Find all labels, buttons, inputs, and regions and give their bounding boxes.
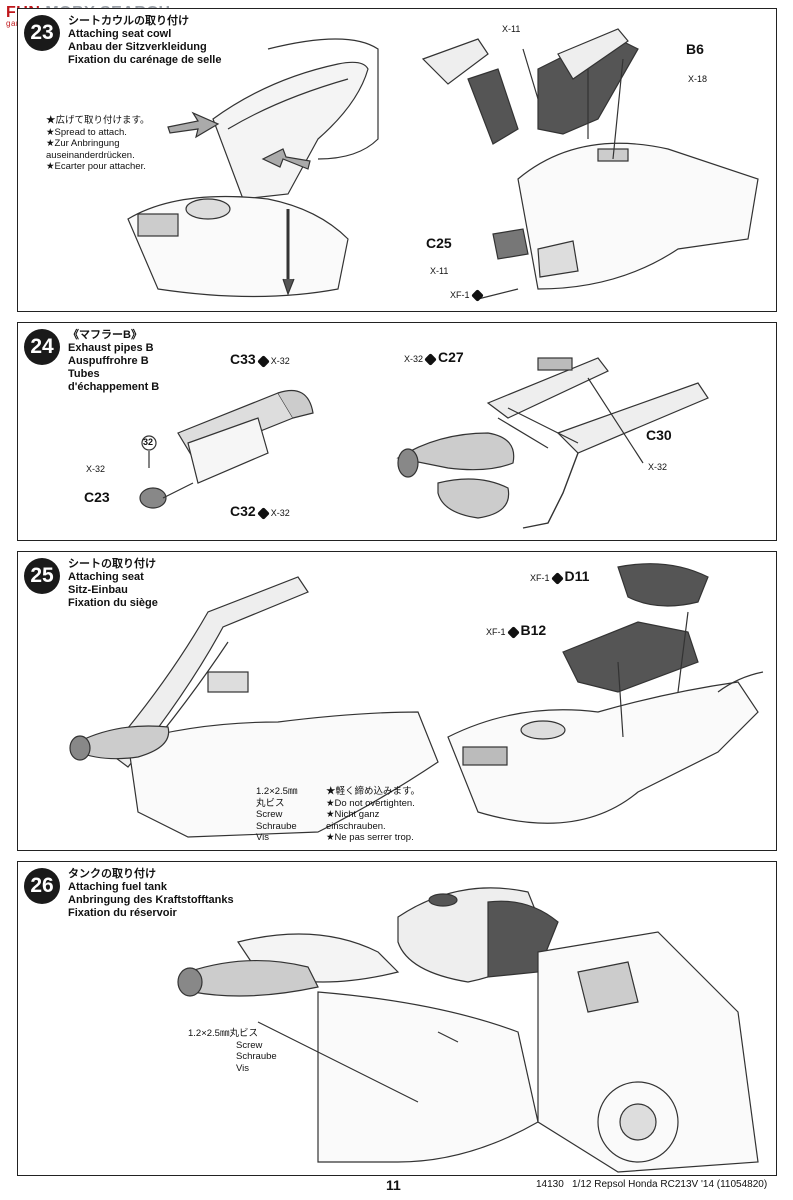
step-24-illustration	[139, 357, 709, 529]
step-26-title-jp: タンクの取り付け	[68, 868, 156, 880]
step-25-panel: 25 シートの取り付け Attaching seat Sitz-Einbau F…	[17, 551, 777, 851]
step-23-title-en: Attaching seat cowl	[68, 28, 172, 40]
note-line: ★軽く締め込みます。	[326, 786, 421, 797]
screw-line: Vis	[256, 832, 270, 843]
step-25-title-en: Attaching seat	[68, 571, 144, 583]
step-25-title-fr: Fixation du siège	[68, 597, 158, 609]
step-23-titles: シートカウルの取り付け Attaching seat cowl Anbau de…	[68, 15, 221, 67]
hex-paint-icon	[256, 354, 270, 368]
note-line: ★Ecarter pour attacher.	[46, 161, 146, 172]
part-x11-label: X-11	[502, 24, 521, 34]
step-23-title-de: Anbau der Sitzverkleidung	[68, 41, 207, 53]
step-23-illustration	[127, 28, 759, 300]
note-line: ★Nicht ganz	[326, 809, 380, 820]
part-b6-label: B6	[686, 41, 704, 57]
screw-line: Screw	[256, 809, 283, 820]
footer-code: 14130	[536, 1179, 564, 1190]
step-26-panel: 26 タンクの取り付け Attaching fuel tank Anbringu…	[17, 861, 777, 1176]
step-25-number: 25	[24, 558, 60, 594]
note-line: ★広げて取り付けます。	[46, 115, 150, 126]
step-26-screw: 1.2×2.5㎜丸ビス Screw Schraube Vis	[188, 1028, 277, 1074]
screw-line: 1.2×2.5㎜	[256, 786, 298, 797]
step-23-note: ★広げて取り付けます。 ★Spread to attach. ★Zur Anbr…	[46, 115, 150, 173]
step-26-number: 26	[24, 868, 60, 904]
part-c25-label: C25	[426, 235, 452, 251]
step-26-title-en: Attaching fuel tank	[68, 881, 168, 893]
screw-line: Screw	[236, 1039, 263, 1051]
note-line: ★Zur Anbringung	[46, 138, 120, 149]
screw-line: 1.2×2.5㎜丸ビス	[188, 1028, 258, 1039]
step-24-panel: 24 《マフラーB》 Exhaust pipes B Auspuffrohre …	[17, 322, 777, 541]
hex-paint-icon	[550, 571, 564, 585]
step-24-title-fr1: Tubes	[68, 368, 100, 380]
part-c23-label: C23	[84, 489, 110, 505]
step-25-screw: 1.2×2.5㎜ 丸ビス Screw Schraube Vis	[256, 786, 297, 844]
step-25-titles: シートの取り付け Attaching seat Sitz-Einbau Fixa…	[68, 558, 158, 610]
part-x11b-label: X-11	[430, 266, 449, 276]
note-line: einschrauben.	[326, 820, 386, 832]
part-xf1-label: XF-1	[450, 288, 485, 302]
step-23-panel: 23 シートカウルの取り付け Attaching seat cowl Anbau…	[17, 8, 777, 312]
note-line: ★Ne pas serrer trop.	[326, 832, 414, 843]
step-23-title-jp: シートカウルの取り付け	[68, 15, 189, 27]
step-25-note: ★軽く締め込みます。 ★Do not overtighten. ★Nicht g…	[326, 786, 420, 844]
step-24-title-de: Auspuffrohre B	[68, 355, 149, 367]
step-23-title-fr: Fixation du carénage de selle	[68, 54, 222, 66]
hex-paint-icon	[424, 352, 437, 366]
part-x18-label: X-18	[688, 74, 708, 84]
step-24-title-jp: 《マフラーB》	[68, 329, 142, 341]
screw-line: Vis	[236, 1062, 250, 1074]
screw-line: Schraube	[256, 820, 297, 832]
screw-line: Schraube	[236, 1051, 277, 1062]
hex-paint-icon	[256, 506, 270, 520]
screw-line: 丸ビス	[256, 797, 285, 809]
step-24-title-fr2: d'échappement B	[68, 381, 160, 393]
part-x32c-label: X-32	[648, 462, 668, 472]
note-line: auseinanderdrücken.	[46, 149, 135, 161]
part-c30-label: C30	[646, 427, 672, 443]
step-25-title-de: Sitz-Einbau	[68, 584, 128, 596]
step-25-title-jp: シートの取り付け	[68, 558, 156, 570]
step-ref-32: 32	[143, 437, 154, 447]
footer-model: 1/12 Repsol Honda RC213V '14 (11054820)	[572, 1179, 768, 1190]
step-26-illustration	[177, 887, 759, 1173]
step-25-illustration	[69, 563, 764, 838]
hex-paint-icon	[470, 288, 484, 302]
step-24-titles: 《マフラーB》 Exhaust pipes B Auspuffrohre B T…	[68, 329, 159, 394]
page-number: 11	[386, 1177, 401, 1193]
part-x32d-label: X-32	[86, 464, 106, 474]
step-24-title-en: Exhaust pipes B	[68, 342, 154, 354]
step-23-number: 23	[24, 15, 60, 51]
step-26-titles: タンクの取り付け Attaching fuel tank Anbringung …	[68, 868, 234, 920]
hex-paint-icon	[506, 625, 520, 639]
step-26-title-de: Anbringung des Kraftstofftanks	[68, 894, 234, 906]
step-24-number: 24	[24, 329, 60, 365]
note-line: ★Do not overtighten.	[326, 797, 415, 809]
step-26-title-fr: Fixation du réservoir	[68, 907, 177, 919]
note-line: ★Spread to attach.	[46, 126, 127, 138]
